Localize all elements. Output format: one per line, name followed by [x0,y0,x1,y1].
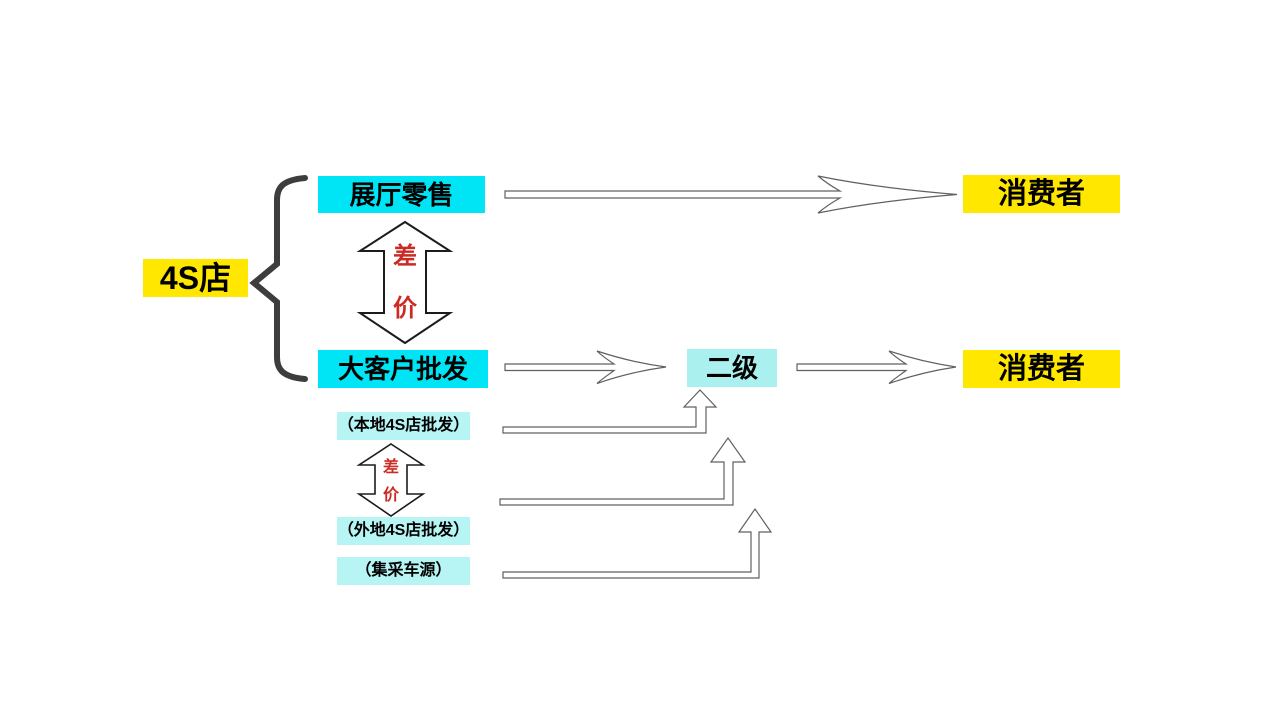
node-second-tier: 二级 [687,349,777,387]
price-gap-top-char1: 差 [393,243,417,270]
price-gap-top-char2: 价 [393,295,417,322]
node-remote-4s-wholesale: （外地4S店批发） [337,517,470,545]
node-pooled-car-source: （集采车源） [337,557,470,585]
arrow-wholesale-to-secondtier-icon [504,350,667,385]
price-gap-bottom-char1: 差 [382,459,399,476]
price-gap-label-bottom: 差 价 [374,460,408,504]
arrow-showroom-to-consumer-icon [504,175,958,214]
price-gap-bottom-char2: 价 [382,487,399,504]
price-gap-label-top: 差 价 [384,245,426,321]
node-4s-store: 4S店 [143,259,248,297]
arrow-secondtier-to-consumer-icon [796,350,957,385]
brace-icon [249,175,308,382]
node-consumer-top: 消费者 [963,175,1120,213]
price-gap-double-arrow-top-icon [356,220,454,345]
elbow-arrow-remote-icon [499,436,747,506]
node-showroom-retail: 展厅零售 [318,176,485,213]
elbow-arrow-pooled-icon [502,507,773,579]
price-gap-double-arrow-bottom-icon [356,443,426,517]
node-consumer-middle: 消费者 [963,350,1120,388]
elbow-arrow-local-icon [502,389,718,434]
node-local-4s-wholesale: （本地4S店批发） [337,412,470,440]
node-bigclient-wholesale: 大客户批发 [318,350,488,388]
